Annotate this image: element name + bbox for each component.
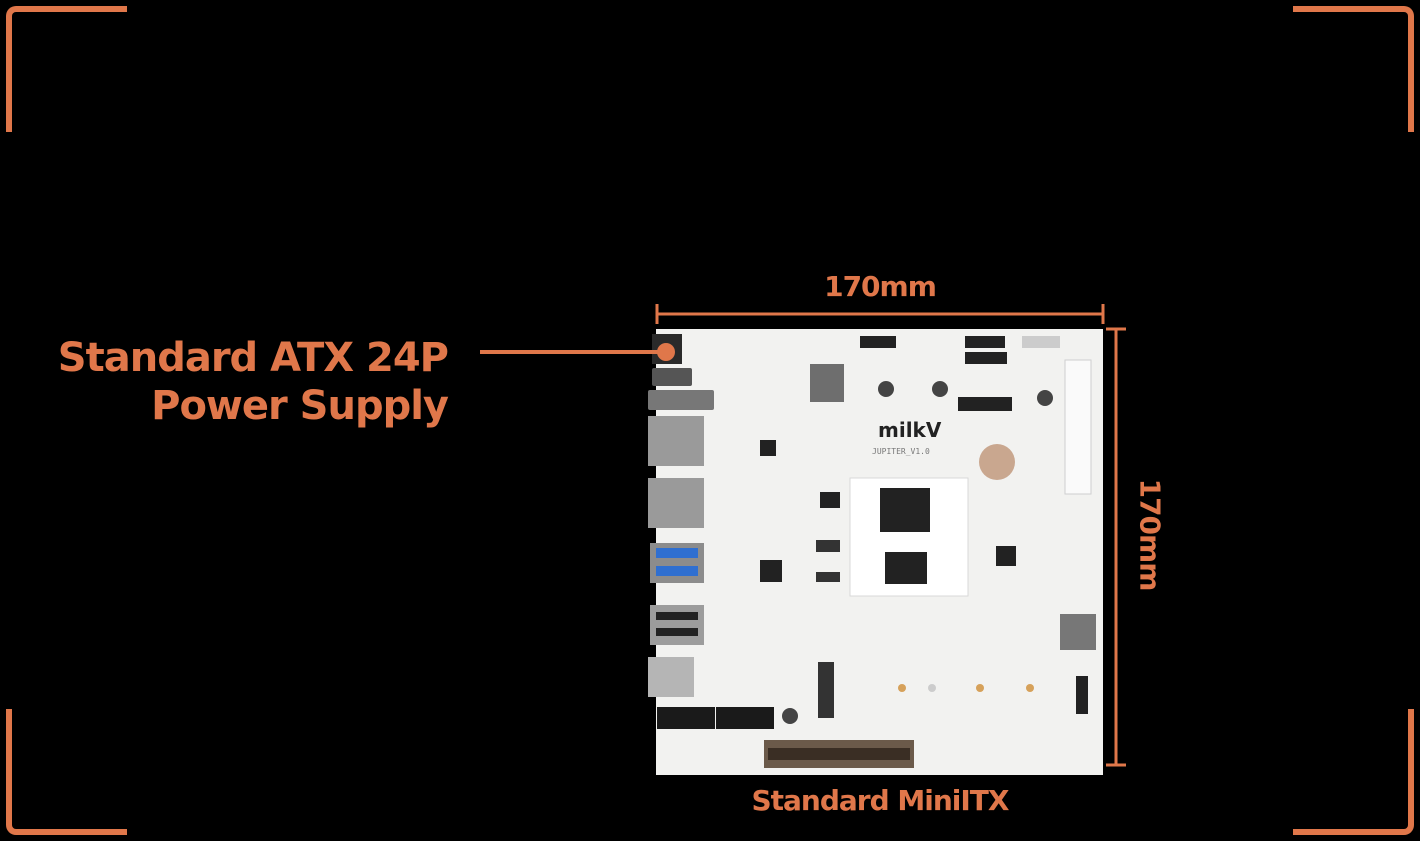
soc-chip <box>880 488 930 532</box>
ethernet-port-2 <box>648 478 704 528</box>
rtc-battery <box>979 444 1015 480</box>
usb2-port <box>650 605 704 645</box>
usb-header-1 <box>657 707 715 729</box>
wifi-module <box>810 364 844 402</box>
ram-chip <box>885 552 927 584</box>
callout-line-2: Power Supply <box>0 382 448 430</box>
height-dimension-label: 170mm <box>1134 455 1167 615</box>
board-brand: milkV <box>878 418 942 442</box>
width-dimension-label: 170mm <box>655 270 1105 303</box>
atx-24p-connector <box>1065 360 1091 494</box>
callout-line-1: Standard ATX 24P <box>0 334 448 382</box>
usb-header-2 <box>716 707 774 729</box>
power-supply-callout: Standard ATX 24P Power Supply <box>0 334 448 430</box>
reset-port <box>652 368 692 386</box>
board-model: JUPITER_V1.0 <box>872 447 930 456</box>
microsd-slot <box>1060 614 1096 650</box>
ethernet-port-1 <box>648 416 704 466</box>
audio-port <box>648 657 694 697</box>
hdmi-port <box>648 390 714 410</box>
callout-dot <box>657 343 675 361</box>
form-factor-caption: Standard MiniITX <box>655 784 1105 817</box>
